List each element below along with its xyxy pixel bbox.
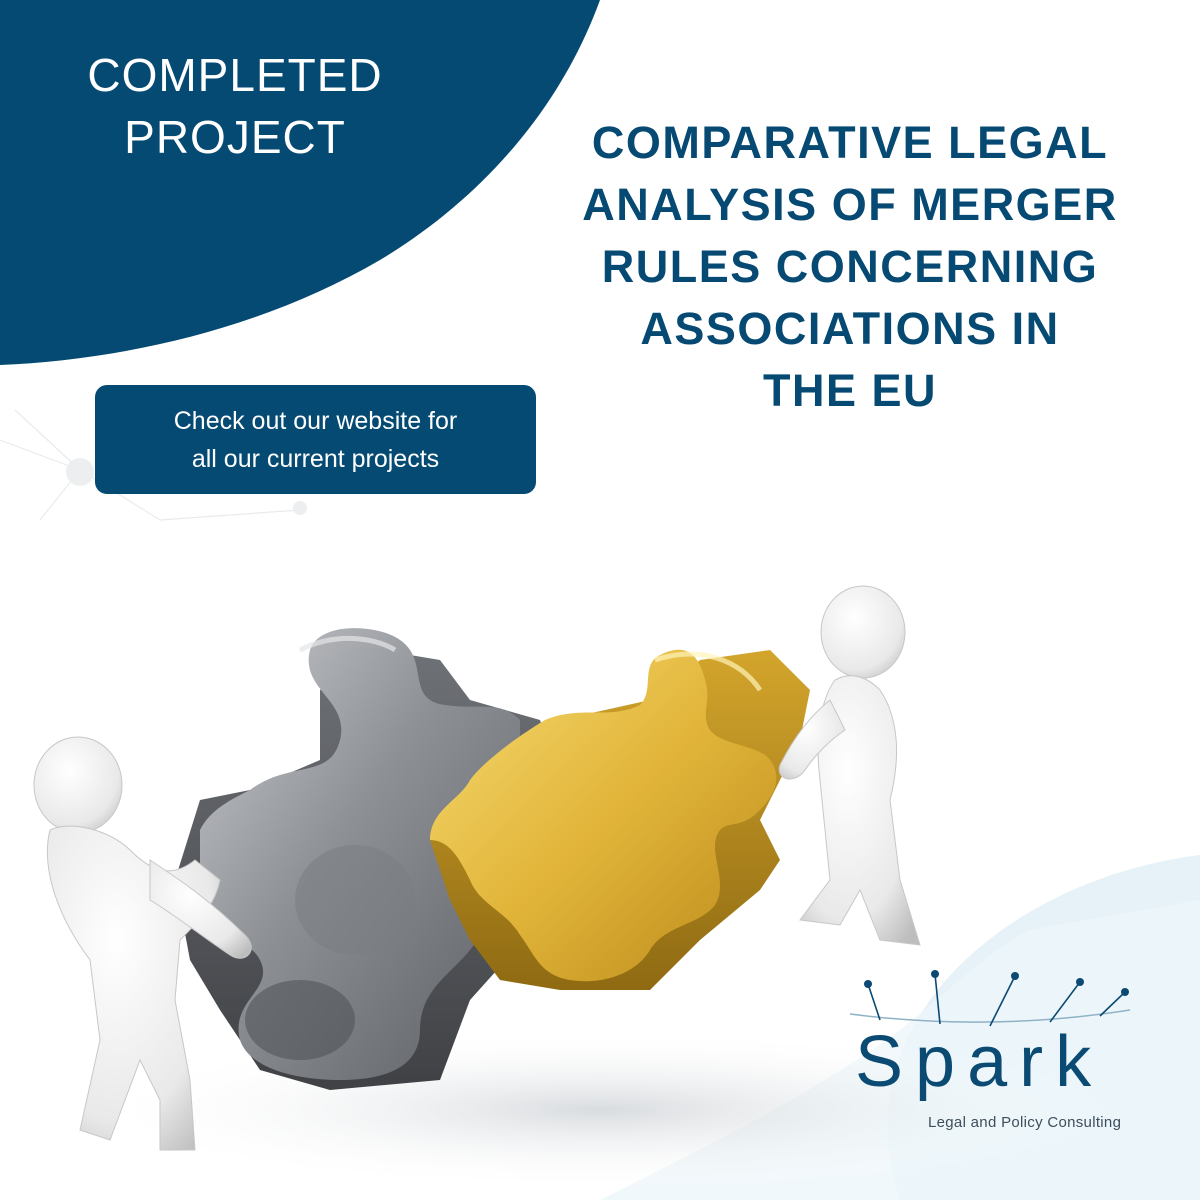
- right-figure: [778, 585, 921, 946]
- left-figure: [33, 736, 252, 1151]
- spark-rays-icon: [849, 970, 1131, 1027]
- cta-line-1: Check out our website for: [173, 406, 458, 435]
- silver-hole-2: [245, 980, 355, 1060]
- logo-name: Spark: [855, 1022, 1104, 1102]
- logo-tagline: Legal and Policy Consulting: [928, 1114, 1122, 1131]
- project-title: COMPARATIVE LEGAL ANALYSIS OF MERGER RUL…: [540, 112, 1160, 422]
- title-line-5: THE EU: [762, 365, 937, 416]
- gold-puzzle-piece: [430, 649, 777, 982]
- navy-corner-shape: [0, 0, 600, 365]
- website-cta-button[interactable]: Check out our website for all our curren…: [95, 385, 536, 494]
- completed-project-badge: COMPLETED PROJECT: [40, 44, 430, 168]
- puzzle-merge-figures-icon: [33, 585, 1120, 1190]
- title-line-2: ANALYSIS OF MERGER: [582, 179, 1118, 230]
- title-line-1: COMPARATIVE LEGAL: [591, 117, 1109, 168]
- badge-line-1: COMPLETED: [87, 49, 383, 101]
- cta-line-2: all our current projects: [191, 444, 440, 473]
- title-line-3: RULES CONCERNING: [601, 241, 1099, 292]
- title-line-4: ASSOCIATIONS IN: [640, 303, 1060, 354]
- silver-hole: [295, 845, 415, 955]
- badge-line-2: PROJECT: [124, 111, 346, 163]
